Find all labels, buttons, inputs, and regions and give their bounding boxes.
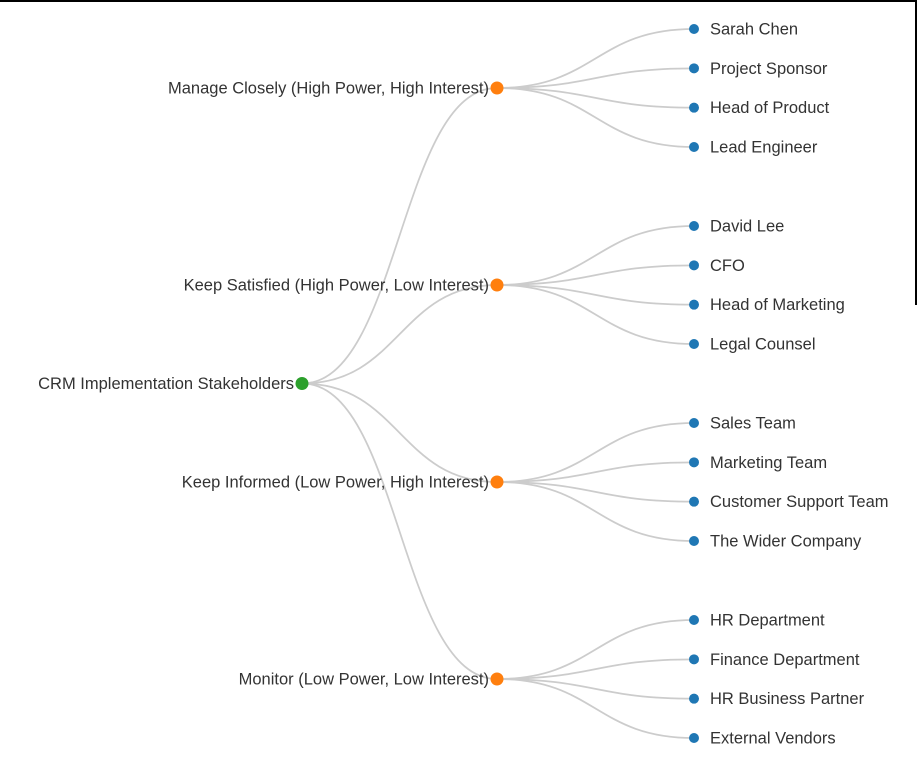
- link-category-to-stakeholder: [496, 284, 695, 345]
- link-root-to-category: [301, 382, 498, 483]
- link-category-to-stakeholder: [496, 67, 695, 89]
- stakeholder-node-dot[interactable]: [689, 24, 699, 34]
- stakeholder-node-label[interactable]: Head of Marketing: [710, 296, 845, 314]
- link-category-to-stakeholder: [496, 28, 695, 89]
- link-category-to-stakeholder: [496, 225, 695, 286]
- stakeholder-node-label[interactable]: CFO: [710, 257, 745, 275]
- link-category-to-stakeholder: [496, 461, 695, 483]
- link-category-to-stakeholder: [496, 481, 695, 503]
- stakeholder-node-dot[interactable]: [689, 693, 699, 704]
- link-category-to-stakeholder: [496, 87, 695, 148]
- stakeholder-node-dot[interactable]: [689, 496, 699, 507]
- link-root-to-category: [301, 284, 498, 385]
- stakeholder-node-label[interactable]: David Lee: [710, 217, 784, 235]
- link-root-to-category: [301, 382, 498, 680]
- stakeholder-node-label[interactable]: Legal Counsel: [710, 335, 816, 353]
- category-node-dot[interactable]: [490, 81, 504, 95]
- stakeholder-node-label[interactable]: Marketing Team: [710, 454, 827, 472]
- stakeholder-node-dot[interactable]: [689, 615, 699, 625]
- stakeholder-node-label[interactable]: Finance Department: [710, 651, 860, 669]
- category-node-label[interactable]: Keep Informed (Low Power, High Interest): [182, 473, 489, 491]
- stakeholder-node-dot[interactable]: [689, 299, 699, 310]
- root-node-label[interactable]: CRM Implementation Stakeholders: [38, 375, 294, 393]
- stakeholder-node-dot[interactable]: [689, 221, 699, 231]
- stakeholder-node-dot[interactable]: [689, 457, 699, 468]
- stakeholder-node-label[interactable]: The Wider Company: [710, 532, 862, 550]
- stakeholder-node-dot[interactable]: [689, 338, 699, 349]
- category-node-dot[interactable]: [490, 672, 504, 686]
- link-layer: [301, 28, 695, 739]
- node-layer: [295, 24, 699, 743]
- stakeholder-node-label[interactable]: HR Department: [710, 611, 825, 629]
- link-category-to-stakeholder: [496, 481, 695, 542]
- stakeholder-node-dot[interactable]: [689, 102, 699, 113]
- stakeholder-node-label[interactable]: Lead Engineer: [710, 138, 818, 156]
- stakeholder-node-label[interactable]: Sales Team: [710, 414, 796, 432]
- stakeholder-node-dot[interactable]: [689, 141, 699, 152]
- stakeholder-node-dot[interactable]: [689, 260, 699, 271]
- stakeholder-node-label[interactable]: Project Sponsor: [710, 60, 828, 78]
- stakeholder-node-label[interactable]: External Vendors: [710, 729, 836, 747]
- stakeholder-node-dot[interactable]: [689, 63, 699, 74]
- stakeholder-node-label[interactable]: Customer Support Team: [710, 493, 889, 511]
- link-category-to-stakeholder: [496, 678, 695, 700]
- link-category-to-stakeholder: [496, 619, 695, 680]
- stakeholder-node-label[interactable]: HR Business Partner: [710, 690, 865, 708]
- stakeholder-node-dot[interactable]: [689, 654, 699, 665]
- link-category-to-stakeholder: [496, 658, 695, 680]
- link-category-to-stakeholder: [496, 678, 695, 739]
- stakeholder-node-dot[interactable]: [689, 418, 699, 428]
- link-category-to-stakeholder: [496, 284, 695, 306]
- stakeholder-node-dot[interactable]: [689, 732, 699, 743]
- link-root-to-category: [301, 87, 498, 385]
- category-node-label[interactable]: Manage Closely (High Power, High Interes…: [168, 79, 489, 97]
- stakeholder-node-label[interactable]: Head of Product: [710, 99, 830, 117]
- stakeholder-node-label[interactable]: Sarah Chen: [710, 20, 798, 38]
- category-node-dot[interactable]: [490, 278, 504, 292]
- root-node-dot[interactable]: [295, 376, 309, 390]
- category-node-label[interactable]: Monitor (Low Power, Low Interest): [239, 670, 489, 688]
- link-category-to-stakeholder: [496, 422, 695, 483]
- link-category-to-stakeholder: [496, 264, 695, 286]
- label-layer: CRM Implementation Stakeholders Sarah Che…: [38, 20, 888, 747]
- category-node-dot[interactable]: [490, 475, 504, 489]
- category-node-label[interactable]: Keep Satisfied (High Power, Low Interest…: [184, 276, 489, 294]
- stakeholder-node-dot[interactable]: [689, 535, 699, 546]
- link-category-to-stakeholder: [496, 87, 695, 109]
